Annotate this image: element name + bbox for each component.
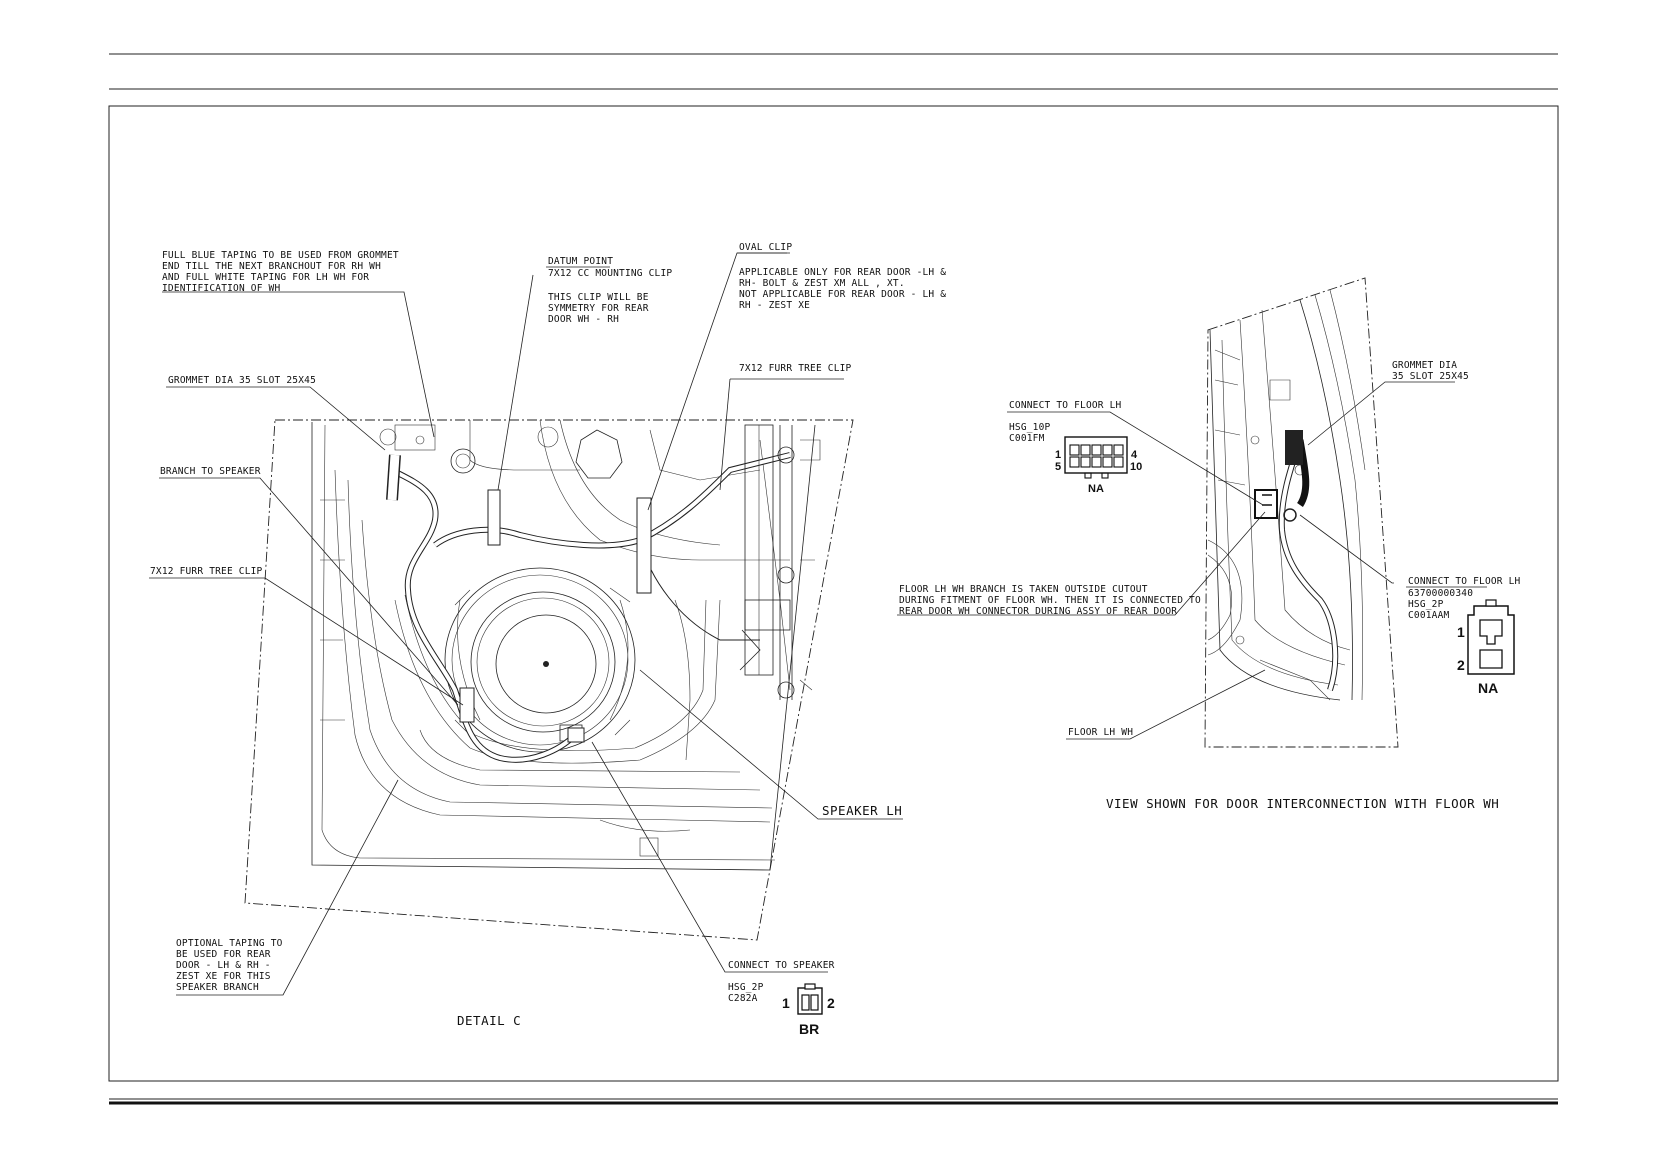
sheet-header-rules <box>109 53 1558 90</box>
speaker-pin-2: 2 <box>827 995 835 1011</box>
connector-10p-color: NA <box>1088 483 1104 495</box>
caption-floor-view: VIEW SHOWN FOR DOOR INTERCONNECTION WITH… <box>1106 796 1499 811</box>
floor-housing-2p-line-1: 63700000340 <box>1408 588 1473 599</box>
sheet-footer-rules <box>109 1098 1558 1105</box>
speaker-housing-line-1: HSG_2P <box>728 982 764 993</box>
label-speaker-lh: SPEAKER LH <box>822 803 902 818</box>
connector-2p-speaker-icon <box>797 983 823 1015</box>
oval-clip-line-2: RH- BOLT & ZEST XM ALL , XT. <box>739 278 905 289</box>
pin10p-10: 10 <box>1130 461 1142 473</box>
door-lock-rod <box>739 424 821 700</box>
connector-2p-floor-icon <box>1467 599 1515 675</box>
floor-housing-2p-line-2: HSG_2P <box>1408 599 1444 610</box>
floor-grommet-line-2: 35 SLOT 25X45 <box>1392 371 1469 382</box>
label-furr-tree-clip-top: 7X12 FURR TREE CLIP <box>739 363 852 374</box>
door-harness <box>386 452 791 763</box>
floor-branch-line-3: REAR DOOR WH CONNECTOR DURING ASSY OF RE… <box>899 606 1177 617</box>
label-connect-to-speaker: CONNECT TO SPEAKER <box>728 960 835 971</box>
note-taping-line-3: AND FULL WHITE TAPING FOR LH WH FOR <box>162 272 369 283</box>
floor-housing-10p-line-2: C001FM <box>1009 433 1045 444</box>
floor-branch-line-2: DURING FITMENT OF FLOOR WH. THEN IT IS C… <box>899 595 1201 606</box>
datum-line-4: SYMMETRY FOR REAR <box>548 303 649 314</box>
label-grommet: GROMMET DIA 35 SLOT 25X45 <box>168 375 316 386</box>
detail-c-boundary <box>244 419 854 941</box>
datum-point-title: DATUM POINT <box>548 256 613 267</box>
floor-grommet-line-1: GROMMET DIA <box>1392 360 1457 371</box>
floor-view-boundary <box>1204 277 1399 748</box>
datum-line-5: DOOR WH - RH <box>548 314 619 325</box>
connector-2p-floor-color: NA <box>1478 680 1498 696</box>
pin2p-1: 1 <box>1457 624 1465 640</box>
caption-detail-c: DETAIL C <box>457 1013 521 1028</box>
note-oval-clip: OVAL CLIP APPLICABLE ONLY FOR REAR DOOR … <box>737 242 946 311</box>
oval-clip-line-1: APPLICABLE ONLY FOR REAR DOOR -LH & <box>739 267 946 278</box>
note-floor-branch: FLOOR LH WH BRANCH IS TAKEN OUTSIDE CUTO… <box>899 584 1201 617</box>
drawing-border <box>108 105 1559 1082</box>
pin10p-4: 4 <box>1131 449 1138 461</box>
pin2p-2: 2 <box>1457 657 1465 673</box>
speaker-connector-callout: CONNECT TO SPEAKER HSG_2P C282A 1 2 BR <box>728 960 835 1037</box>
oval-clip-title: OVAL CLIP <box>739 242 792 253</box>
floor-harness-grommet <box>1254 430 1339 691</box>
label-branch-to-speaker: BRANCH TO SPEAKER <box>160 466 261 477</box>
floor-housing-10p-line-1: HSG_10P <box>1009 422 1051 433</box>
optional-taping-line-3: DOOR - LH & RH - <box>176 960 271 971</box>
floor-grommet-callout: GROMMET DIA 35 SLOT 25X45 <box>1392 360 1469 382</box>
optional-taping-line-4: ZEST XE FOR THIS <box>176 971 271 982</box>
speaker-housing-line-2: C282A <box>728 993 758 1004</box>
datum-line-1: 7X12 CC MOUNTING CLIP <box>548 268 672 279</box>
optional-taping-line-2: BE USED FOR REAR <box>176 949 271 960</box>
optional-taping-line-1: OPTIONAL TAPING TO <box>176 938 283 949</box>
label-furr-tree-clip-left: 7X12 FURR TREE CLIP <box>150 566 263 577</box>
note-taping-line-1: FULL BLUE TAPING TO BE USED FROM GROMMET <box>162 250 399 261</box>
speaker-pin-1: 1 <box>782 995 790 1011</box>
pin10p-1: 1 <box>1055 449 1061 461</box>
oval-clip-line-4: RH - ZEST XE <box>739 300 810 311</box>
floor-connector-2p-callout: CONNECT TO FLOOR LH 63700000340 HSG_2P C… <box>1406 576 1521 696</box>
note-optional-taping: OPTIONAL TAPING TO BE USED FOR REAR DOOR… <box>176 938 283 993</box>
datum-line-3: THIS CLIP WILL BE <box>548 292 649 303</box>
speaker-connector-color: BR <box>799 1021 819 1037</box>
note-taping-line-4: IDENTIFICATION OF WH <box>162 283 280 294</box>
floor-housing-2p-line-3: C001AAM <box>1408 610 1450 621</box>
floor-interconnection-view <box>1204 277 1399 748</box>
floor-connector-10p-callout: CONNECT TO FLOOR LH HSG_10P C001FM 1 5 4… <box>1009 400 1142 495</box>
optional-taping-line-5: SPEAKER BRANCH <box>176 982 259 993</box>
note-taping: FULL BLUE TAPING TO BE USED FROM GROMMET… <box>162 250 399 294</box>
floor-branch-line-1: FLOOR LH WH BRANCH IS TAKEN OUTSIDE CUTO… <box>899 584 1148 595</box>
panel-holes <box>379 426 623 479</box>
note-taping-line-2: END TILL THE NEXT BRANCHOUT FOR RH WH <box>162 261 381 272</box>
speaker-lh-body <box>444 567 636 753</box>
note-datum-point: DATUM POINT 7X12 CC MOUNTING CLIP THIS C… <box>546 256 672 325</box>
label-floor-lh-wh: FLOOR LH WH <box>1068 727 1133 738</box>
label-connect-to-floor-lh-right: CONNECT TO FLOOR LH <box>1408 576 1521 587</box>
pin10p-5: 5 <box>1055 461 1061 473</box>
detail-c-view <box>244 419 854 941</box>
door-frame-section <box>1207 289 1366 701</box>
label-connect-to-floor-lh-top: CONNECT TO FLOOR LH <box>1009 400 1122 411</box>
oval-clip-line-3: NOT APPLICABLE FOR REAR DOOR - LH & <box>739 289 946 300</box>
connector-10p-icon <box>1064 436 1128 479</box>
floor-view-leaders <box>897 381 1455 740</box>
